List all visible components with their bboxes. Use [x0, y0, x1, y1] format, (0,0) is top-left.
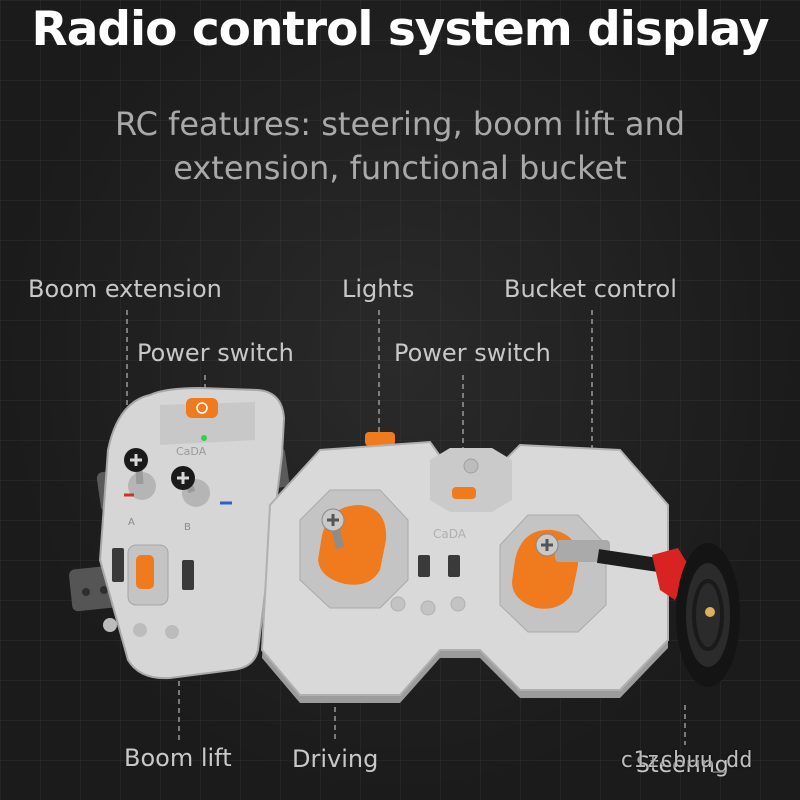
label-steering: Steering — [636, 753, 729, 778]
label-bucket-control: Bucket control — [504, 275, 677, 303]
controller-power-button[interactable] — [452, 487, 476, 499]
steering-axle-housing — [555, 540, 610, 562]
controller-studs — [390, 596, 466, 616]
bucket-axle-connector — [535, 533, 559, 557]
driving-axle-connector — [321, 508, 345, 532]
axle-connector-b — [171, 466, 195, 490]
lights-button[interactable] — [365, 432, 395, 446]
port-a-socket — [128, 472, 156, 500]
subtitle-line-2: extension, functional bucket — [173, 149, 627, 187]
screw-icon — [463, 458, 479, 474]
page-title: Radio control system display — [31, 2, 770, 57]
label-boom-extension: Boom extension — [28, 275, 222, 303]
receiver-studs — [103, 618, 179, 639]
receiver-logo: CaDA — [176, 445, 207, 458]
label-power-switch-right: Power switch — [394, 339, 551, 367]
watermark: c1zcbuu_dd — [620, 748, 753, 773]
port-b-label: B — [184, 522, 191, 533]
controller-unit: CaDA — [260, 432, 740, 703]
power-icon — [196, 402, 208, 414]
callout-lines — [126, 310, 686, 745]
label-driving: Driving — [292, 745, 379, 773]
port-a-label: A — [128, 517, 135, 528]
mode-slider-knob[interactable] — [136, 555, 154, 589]
axle-connector-a — [124, 448, 148, 472]
receiver-power-button[interactable] — [186, 398, 218, 418]
switch-right[interactable] — [448, 555, 460, 577]
receiver-slot-right — [182, 560, 194, 590]
page-subtitle: RC features: steering, boom lift and ext… — [60, 102, 740, 190]
receiver-top-panel — [160, 402, 255, 445]
subtitle-line-1: RC features: steering, boom lift and — [114, 105, 686, 143]
label-boom-lift: Boom lift — [124, 744, 232, 772]
switch-left[interactable] — [418, 555, 430, 577]
center-panel — [430, 448, 512, 512]
label-lights: Lights — [342, 275, 415, 303]
label-power-switch-left: Power switch — [137, 339, 294, 367]
status-led — [201, 435, 207, 441]
wheel-center-cap — [705, 607, 715, 617]
receiver-unit: CaDA A B — [69, 386, 290, 680]
steering-wheel[interactable] — [676, 543, 740, 687]
controller-logo: CaDA — [433, 527, 467, 541]
wheel-hub — [692, 579, 724, 651]
receiver-slot-left — [112, 548, 124, 582]
steering-black-axle — [596, 549, 667, 573]
